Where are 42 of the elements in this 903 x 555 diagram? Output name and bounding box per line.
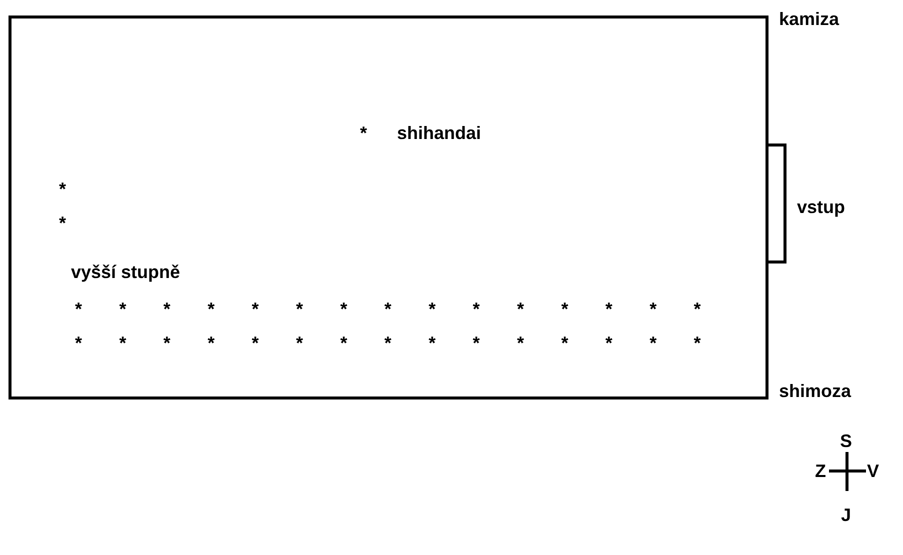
person-marker: *	[517, 300, 524, 318]
position-label: shihandai	[397, 124, 482, 142]
door-label: vstup	[797, 198, 846, 216]
person-marker: *	[208, 300, 215, 318]
wall-label: kamiza	[779, 10, 840, 28]
compass-letter: Z	[815, 462, 826, 480]
compass-letter: J	[841, 506, 852, 524]
person-marker: *	[472, 334, 480, 352]
person-marker: *	[428, 334, 436, 352]
person-marker: *	[517, 334, 524, 352]
person-marker: *	[163, 300, 170, 318]
group-label: vyšší stupně	[71, 263, 180, 281]
person-marker: *	[561, 300, 568, 318]
person-marker: *	[561, 334, 568, 352]
person-marker: *	[428, 300, 436, 318]
person-marker: *	[119, 334, 126, 352]
person-marker: *	[59, 180, 66, 198]
person-marker: *	[252, 334, 259, 352]
person-marker: *	[694, 334, 701, 352]
person-marker: *	[605, 300, 612, 318]
person-marker: *	[472, 300, 480, 318]
person-marker: *	[650, 300, 657, 318]
person-marker: *	[296, 334, 304, 352]
person-marker: *	[340, 300, 348, 318]
compass-letter: V	[867, 462, 880, 480]
person-marker: *	[75, 334, 82, 352]
person-marker: *	[59, 214, 66, 232]
person-marker: *	[605, 334, 612, 352]
person-marker: *	[650, 334, 657, 352]
person-marker: *	[384, 334, 392, 352]
person-marker: *	[252, 300, 259, 318]
person-marker: *	[360, 124, 368, 142]
person-marker: *	[296, 300, 304, 318]
person-marker: *	[119, 300, 126, 318]
compass-letter: S	[840, 432, 852, 450]
person-marker: *	[340, 334, 348, 352]
wall-label: shimoza	[779, 382, 852, 400]
person-marker: *	[694, 300, 701, 318]
person-marker: *	[384, 300, 392, 318]
person-marker: *	[75, 300, 82, 318]
person-marker: *	[208, 334, 215, 352]
person-marker: *	[163, 334, 170, 352]
